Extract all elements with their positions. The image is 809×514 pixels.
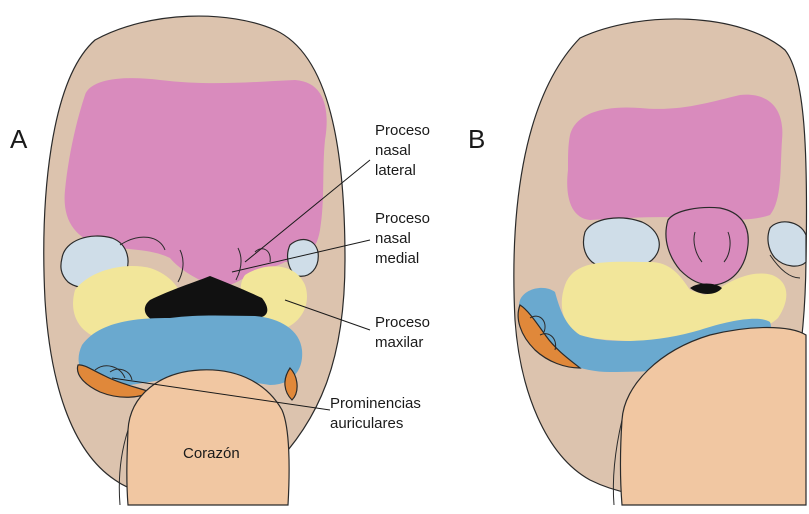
panel-letter-b: B bbox=[468, 124, 485, 154]
label-prominencias: Prominencias auriculares bbox=[330, 395, 425, 432]
panel-b: B bbox=[468, 19, 807, 505]
label-corazon: Corazón bbox=[183, 445, 240, 462]
label-maxilar: Proceso maxilar bbox=[375, 314, 434, 351]
panel-letter-a: A bbox=[10, 124, 28, 154]
frontonasal-b bbox=[567, 95, 782, 220]
label-nasal-medial: Proceso nasal medial bbox=[375, 210, 434, 267]
panel-a: A Proceso nasal lateral Proceso nasal me… bbox=[10, 16, 434, 505]
heart-a bbox=[127, 370, 289, 505]
eye-left-b bbox=[583, 218, 659, 269]
label-nasal-lateral: Proceso nasal lateral bbox=[375, 122, 434, 179]
